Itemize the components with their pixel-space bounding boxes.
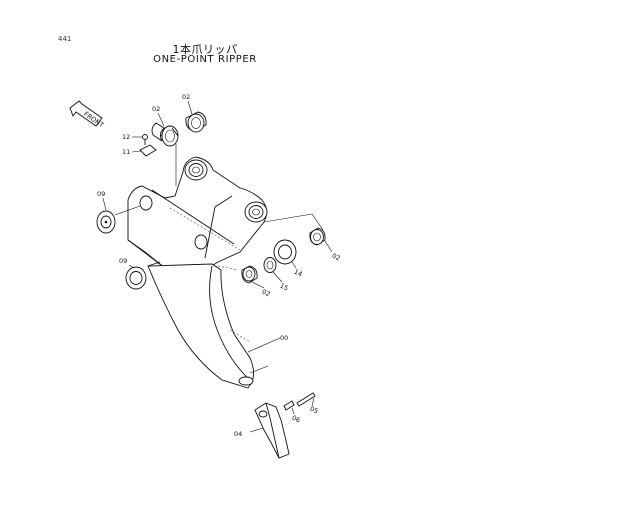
callout-12: 12 (122, 133, 130, 141)
callout-04: 04 (234, 430, 242, 438)
callout-02-right: 02 (331, 252, 342, 263)
diagram-title-japanese: 1本爪リッパ (172, 43, 238, 56)
callout-02-top-right: 02 (182, 93, 190, 101)
bushing-lower (241, 265, 258, 284)
callout-09-upper: 09 (97, 190, 105, 198)
ripper-tooth (254, 402, 290, 459)
callout-15: 15 (279, 282, 290, 293)
callout-11: 11 (122, 148, 130, 156)
callout-05: 05 (309, 405, 320, 416)
leader-lines (102, 100, 333, 433)
front-arrow-icon: FRONT (69, 100, 105, 129)
bushing-right (309, 227, 326, 246)
bushing-top-right (185, 111, 207, 133)
bushing-top-left (151, 122, 179, 147)
plate-11 (139, 144, 157, 157)
callout-09-lower: 09 (119, 257, 127, 265)
mounting-bracket (127, 156, 268, 269)
ripper-shank (147, 261, 254, 389)
page-number: 441 (58, 35, 72, 43)
thrust-ring-14 (273, 239, 297, 265)
callout-00: 00 (280, 334, 288, 342)
bolt-12 (142, 134, 148, 145)
diagram-title-english: ONE-POINT RIPPER (153, 54, 257, 65)
callout-labels: 02 02 12 11 09 09 02 14 15 02 00 05 06 0… (97, 93, 342, 438)
callout-06: 06 (291, 414, 302, 425)
pin-05 (296, 392, 316, 407)
callout-02-top-left: 02 (152, 105, 160, 113)
bushing-side-upper (96, 210, 116, 234)
bushing-side-lower (125, 266, 147, 290)
collar-15 (263, 257, 277, 273)
pin-06 (283, 400, 295, 411)
callout-02-lower: 02 (261, 288, 272, 299)
callout-14: 14 (293, 268, 304, 279)
